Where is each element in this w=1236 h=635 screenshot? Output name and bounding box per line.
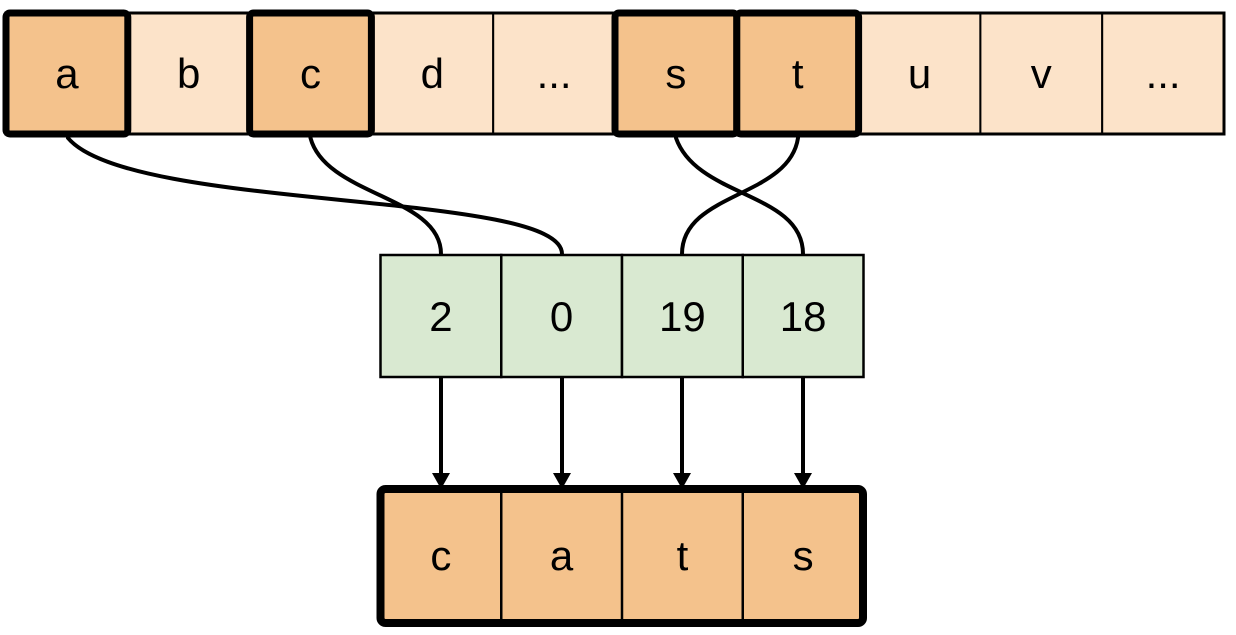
alphabet-cell-d — [370, 12, 495, 135]
index-cell-0 — [500, 253, 624, 379]
index-label-2: 2 — [429, 293, 452, 340]
index-to-result-arrows — [432, 377, 812, 489]
arrow-head-4 — [794, 473, 812, 489]
connector-curve-c-to-2 — [308, 136, 443, 256]
alphabet-label-u: u — [908, 50, 931, 97]
connector-curve-s-to-18 — [674, 136, 805, 256]
alphabet-label-c: c — [300, 50, 321, 97]
connector-curve-t-to-19 — [680, 136, 800, 256]
index-row: 2 0 19 18 — [379, 253, 865, 379]
alphabet-cell-a-highlighted — [2, 9, 132, 138]
index-label-0: 0 — [550, 293, 573, 340]
alphabet-cell-ellipsis-2 — [1101, 12, 1225, 135]
alphabet-label-ellipsis-2: ... — [1146, 50, 1181, 97]
index-label-18: 18 — [780, 293, 827, 340]
index-cell-19 — [620, 253, 744, 379]
arrow-head-2 — [553, 473, 571, 489]
alphabet-cell-c-highlighted — [246, 9, 375, 138]
result-row: c a t s — [376, 485, 867, 627]
alphabet-label-v: v — [1031, 50, 1052, 97]
alphabet-cell-b — [126, 12, 251, 135]
alphabet-row: a b c d ... s t u v ... — [2, 9, 1226, 138]
alphabet-label-a: a — [55, 50, 79, 97]
result-label-a: a — [550, 532, 574, 579]
alphabet-label-s: s — [665, 50, 686, 97]
result-label-c: c — [430, 532, 451, 579]
arrow-head-3 — [673, 473, 691, 489]
result-label-s: s — [793, 532, 814, 579]
alphabet-cell-t-highlighted — [733, 9, 863, 138]
alphabet-label-d: d — [421, 50, 444, 97]
arrow-head-1 — [432, 473, 450, 489]
alphabet-label-t: t — [792, 50, 804, 97]
connector-curve-a-to-0 — [66, 136, 564, 256]
index-label-19: 19 — [659, 293, 706, 340]
alphabet-label-ellipsis-1: ... — [537, 50, 572, 97]
letter-to-index-connectors — [66, 136, 805, 256]
alphabet-label-b: b — [177, 50, 200, 97]
result-label-t: t — [677, 532, 689, 579]
